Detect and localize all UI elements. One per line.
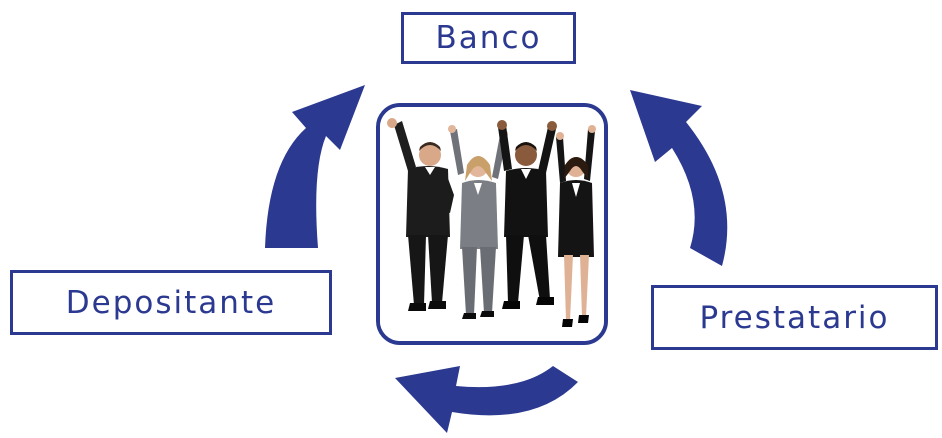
person-1 [387, 118, 454, 311]
arrow-prestatario-to-banco [630, 90, 728, 266]
jumping-business-people-image [380, 107, 604, 341]
celebration-photo-frame [376, 103, 608, 345]
prestatario-label: Prestatario [699, 299, 890, 336]
prestatario-label-box: Prestatario [651, 285, 938, 350]
banco-label: Banco [435, 20, 542, 56]
banco-label-box: Banco [401, 12, 576, 64]
depositante-label: Depositante [65, 284, 277, 321]
person-2 [448, 125, 508, 319]
person-3 [497, 120, 557, 309]
arrow-prestatario-to-depositante [395, 366, 578, 433]
depositante-label-box: Depositante [10, 270, 332, 335]
person-4 [556, 125, 596, 327]
arrow-depositante-to-banco [265, 85, 365, 248]
